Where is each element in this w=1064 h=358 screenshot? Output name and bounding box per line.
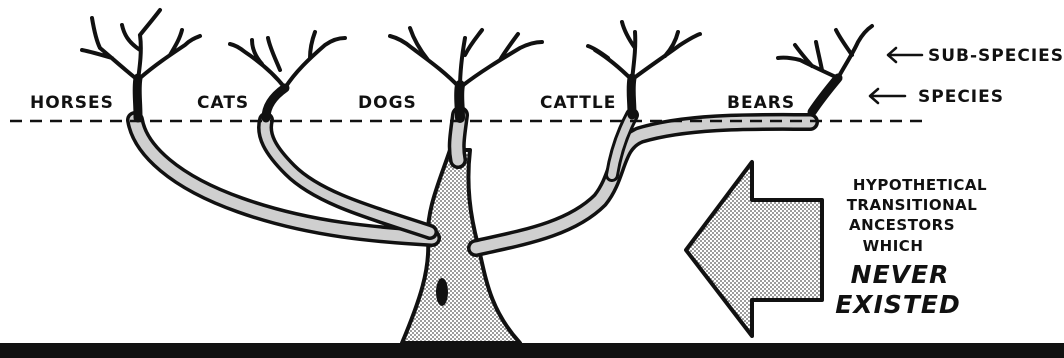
note-line-1: HYPOTHETICAL <box>853 176 987 194</box>
subspecies-pointer-arrow <box>888 48 922 62</box>
species-label-horses: HORSES <box>30 93 114 113</box>
species-pointer-arrow <box>870 89 905 103</box>
species-annotation-label: SPECIES <box>918 87 1004 107</box>
hypothetical-ancestors-note: HYPOTHETICAL TRANSITIONAL ANCESTORS WHIC… <box>835 176 987 319</box>
emphasis-existed: EXISTED <box>835 290 961 319</box>
ground-bar <box>0 343 1064 358</box>
species-annotation: SPECIES <box>870 87 1004 107</box>
note-line-4: WHICH <box>863 237 924 255</box>
note-line-3: ANCESTORS <box>849 216 955 234</box>
species-label-cats: CATS <box>197 93 249 113</box>
species-label-cattle: CATTLE <box>540 93 616 113</box>
note-line-2: TRANSITIONAL <box>847 196 978 214</box>
subspecies-label: SUB-SPECIES <box>928 46 1064 66</box>
big-left-arrow <box>686 162 822 336</box>
species-label-dogs: DOGS <box>358 93 417 113</box>
trunk-knot <box>436 278 448 306</box>
species-label-bears: BEARS <box>727 93 795 113</box>
emphasis-never: NEVER <box>851 260 950 289</box>
subspecies-annotation: SUB-SPECIES <box>888 46 1064 66</box>
